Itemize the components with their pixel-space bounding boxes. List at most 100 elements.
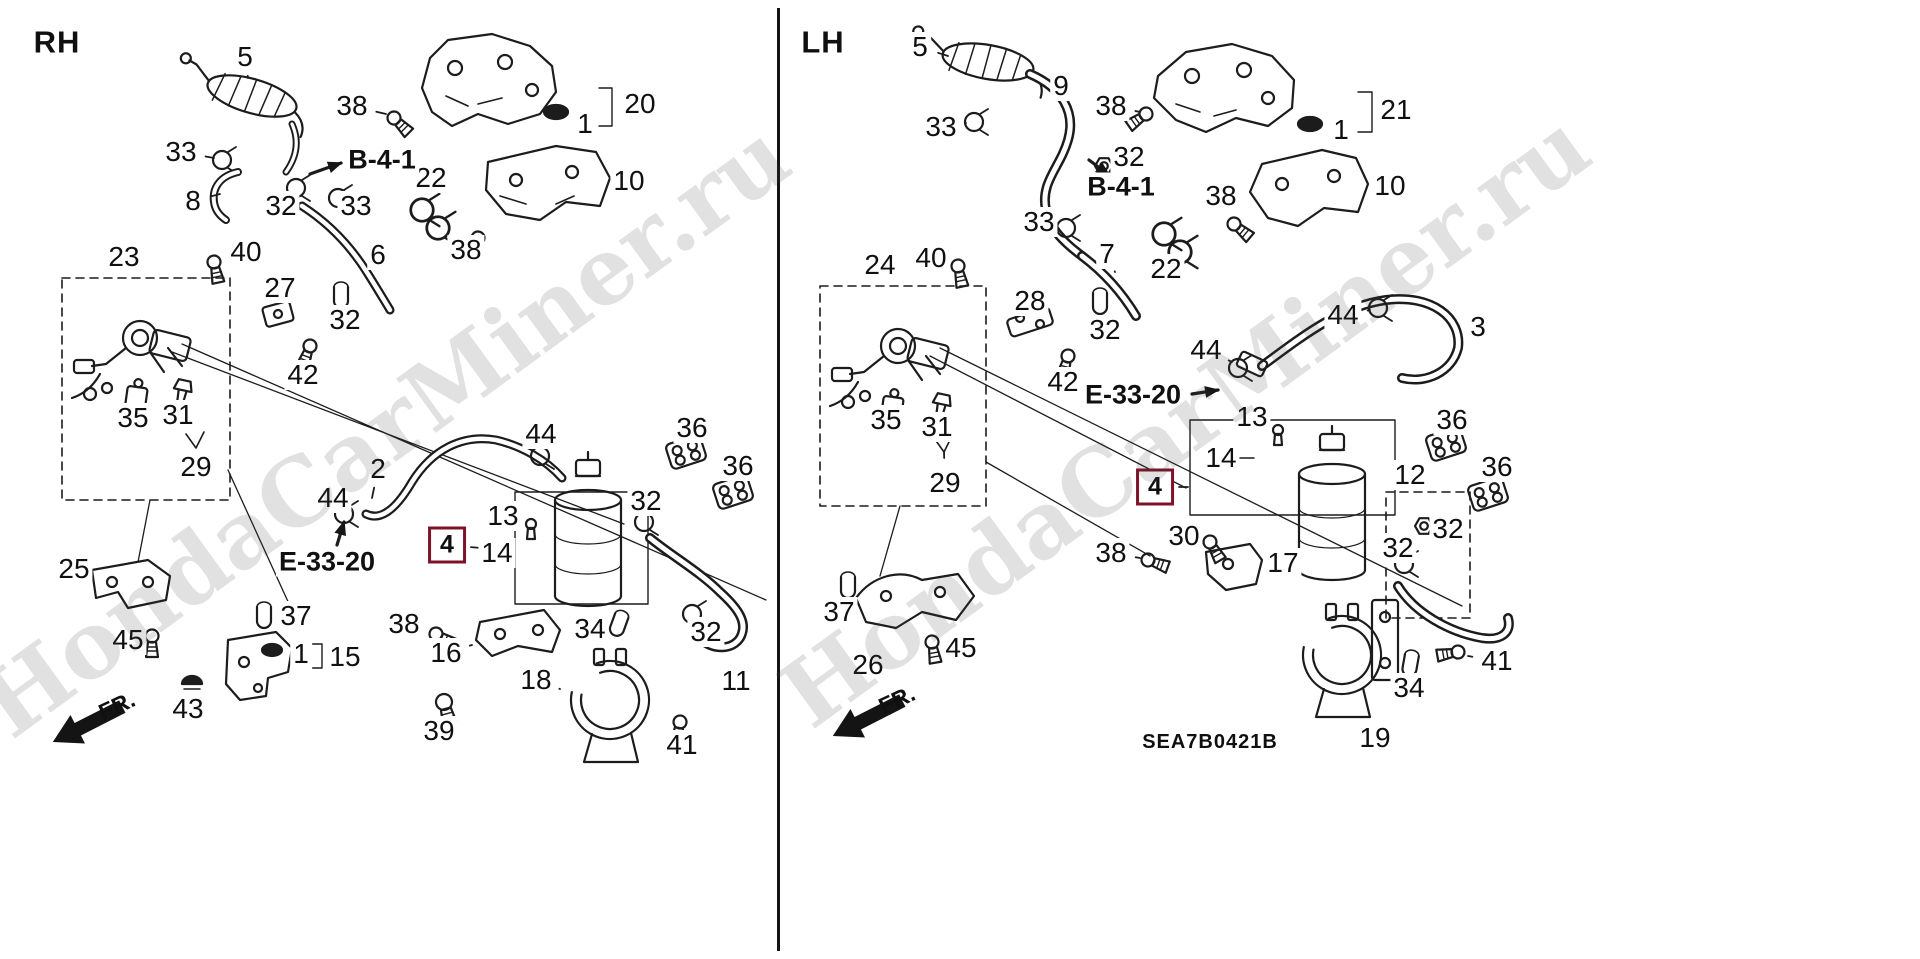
part-callout-rh-13[interactable]: 13 — [484, 501, 522, 531]
part-callout-rh-25[interactable]: 25 — [55, 554, 93, 584]
leader-line — [204, 155, 215, 159]
part-callout-rh-42[interactable]: 42 — [284, 360, 322, 390]
part-callout-rh-6[interactable]: 6 — [367, 240, 389, 270]
part-callout-lh-24[interactable]: 24 — [861, 250, 899, 280]
part-callout-rh-23[interactable]: 23 — [105, 242, 143, 272]
part-callout-lh-30[interactable]: 30 — [1165, 521, 1203, 551]
panel-label-lh: LH — [798, 25, 848, 59]
part-callout-rh-16[interactable]: 16 — [427, 638, 465, 668]
part-callout-lh-21[interactable]: 21 — [1377, 95, 1415, 125]
part-callout-lh-14[interactable]: 14 — [1202, 443, 1240, 473]
part-callout-rh-39[interactable]: 39 — [420, 716, 458, 746]
part-callout-rh-41[interactable]: 41 — [663, 730, 701, 760]
part-callout-lh-19[interactable]: 19 — [1356, 723, 1394, 753]
part-callout-lh-29[interactable]: 29 — [926, 468, 964, 498]
leader-line — [1134, 556, 1141, 559]
part-callout-rh-45[interactable]: 45 — [109, 625, 147, 655]
lh-fuel-filter-art — [1297, 424, 1367, 582]
cross-reference-rh-e-33-20[interactable]: E-33-20 — [275, 547, 379, 577]
part-callout-lh-41[interactable]: 41 — [1478, 646, 1516, 676]
leader-line — [371, 486, 376, 499]
part-callout-lh-1[interactable]: 1 — [1330, 115, 1352, 145]
part-callout-rh-14[interactable]: 14 — [478, 538, 516, 568]
part-callout-lh-38[interactable]: 38 — [1202, 181, 1240, 211]
part-callout-lh-32[interactable]: 32 — [1110, 142, 1148, 172]
lh-clamp33-art — [963, 107, 990, 137]
part-callout-rh-10[interactable]: 10 — [610, 166, 648, 196]
part-callout-lh-10[interactable]: 10 — [1371, 171, 1409, 201]
part-callout-lh-12[interactable]: 12 — [1391, 460, 1429, 490]
part-callout-rh-1[interactable]: 1 — [574, 109, 596, 139]
rh-part20-bracket-art — [420, 32, 570, 128]
part-callout-rh-29[interactable]: 29 — [177, 452, 215, 482]
part-callout-lh-34[interactable]: 34 — [1390, 673, 1428, 703]
part-callout-lh-45[interactable]: 45 — [942, 633, 980, 663]
part-callout-rh-32[interactable]: 32 — [326, 305, 364, 335]
part-callout-lh-31[interactable]: 31 — [918, 412, 956, 442]
part-callout-rh-2[interactable]: 2 — [367, 454, 389, 484]
part-callout-lh-7[interactable]: 7 — [1096, 239, 1118, 269]
cross-reference-lh-b-4-1[interactable]: B-4-1 — [1084, 172, 1158, 202]
leader-line — [937, 51, 949, 57]
highlighted-part-callout-rh-4[interactable]: 4 — [428, 526, 466, 564]
part-callout-lh-3[interactable]: 3 — [1467, 312, 1489, 342]
lh-bolt40-art — [949, 257, 970, 289]
leader-line — [1467, 655, 1474, 658]
part-callout-lh-22[interactable]: 22 — [1147, 254, 1185, 284]
rh-bolt45-art — [144, 628, 160, 659]
part-callout-rh-8[interactable]: 8 — [182, 186, 204, 216]
part-callout-rh-18[interactable]: 18 — [517, 665, 555, 695]
part-callout-lh-35[interactable]: 35 — [867, 405, 905, 435]
part-callout-rh-44[interactable]: 44 — [314, 483, 352, 513]
part-callout-rh-11[interactable]: 11 — [718, 666, 754, 696]
part-callout-lh-26[interactable]: 26 — [849, 650, 887, 680]
highlighted-part-callout-lh-4[interactable]: 4 — [1136, 468, 1174, 506]
part-callout-lh-36[interactable]: 36 — [1433, 405, 1471, 435]
part-callout-rh-31[interactable]: 31 — [159, 400, 197, 430]
lh-part10-bracket-art — [1248, 148, 1370, 228]
part-callout-lh-33[interactable]: 33 — [922, 112, 960, 142]
part-callout-lh-33[interactable]: 33 — [1020, 207, 1058, 237]
part-callout-rh-1[interactable]: 1 — [290, 639, 312, 669]
part-callout-lh-38[interactable]: 38 — [1092, 91, 1130, 121]
part-callout-rh-43[interactable]: 43 — [169, 694, 207, 724]
cross-reference-rh-b-4-1[interactable]: B-4-1 — [345, 145, 419, 175]
part-callout-rh-15[interactable]: 15 — [326, 642, 364, 672]
part-callout-rh-5[interactable]: 5 — [234, 42, 256, 72]
part-callout-lh-44[interactable]: 44 — [1187, 335, 1225, 365]
part-callout-lh-44[interactable]: 44 — [1324, 300, 1362, 330]
part-callout-lh-28[interactable]: 28 — [1011, 286, 1049, 316]
part-callout-rh-38[interactable]: 38 — [447, 235, 485, 265]
part-callout-rh-32[interactable]: 32 — [262, 191, 300, 221]
part-callout-rh-37[interactable]: 37 — [277, 601, 315, 631]
part-callout-rh-44[interactable]: 44 — [522, 419, 560, 449]
cross-reference-lh-e-33-20[interactable]: E-33-20 — [1081, 380, 1185, 410]
part-callout-rh-20[interactable]: 20 — [621, 89, 659, 119]
leader-line — [1227, 359, 1233, 363]
part-callout-lh-13[interactable]: 13 — [1233, 402, 1271, 432]
part-callout-lh-36[interactable]: 36 — [1478, 452, 1516, 482]
part-callout-lh-17[interactable]: 17 — [1264, 548, 1302, 578]
part-callout-lh-32[interactable]: 32 — [1429, 514, 1467, 544]
part-callout-lh-38[interactable]: 38 — [1092, 538, 1130, 568]
part-callout-rh-32[interactable]: 32 — [627, 486, 665, 516]
part-callout-lh-40[interactable]: 40 — [912, 243, 950, 273]
part-callout-rh-27[interactable]: 27 — [261, 273, 299, 303]
part-callout-rh-33[interactable]: 33 — [162, 137, 200, 167]
part-callout-rh-38[interactable]: 38 — [385, 609, 423, 639]
part-callout-lh-42[interactable]: 42 — [1044, 367, 1082, 397]
part-callout-lh-9[interactable]: 9 — [1050, 71, 1072, 101]
part-callout-rh-36[interactable]: 36 — [673, 413, 711, 443]
part-callout-lh-5[interactable]: 5 — [909, 32, 931, 62]
part-callout-rh-40[interactable]: 40 — [227, 237, 265, 267]
part-callout-lh-32[interactable]: 32 — [1379, 533, 1417, 563]
part-callout-lh-32[interactable]: 32 — [1086, 315, 1124, 345]
part-callout-rh-35[interactable]: 35 — [114, 403, 152, 433]
part-callout-rh-34[interactable]: 34 — [571, 614, 609, 644]
part-callout-lh-37[interactable]: 37 — [820, 597, 858, 627]
part-callout-rh-32[interactable]: 32 — [687, 617, 725, 647]
part-callout-rh-33[interactable]: 33 — [337, 191, 375, 221]
part-callout-rh-38[interactable]: 38 — [333, 91, 371, 121]
part-callout-rh-36[interactable]: 36 — [719, 451, 757, 481]
lh-part21-bracket-art — [1152, 42, 1324, 134]
